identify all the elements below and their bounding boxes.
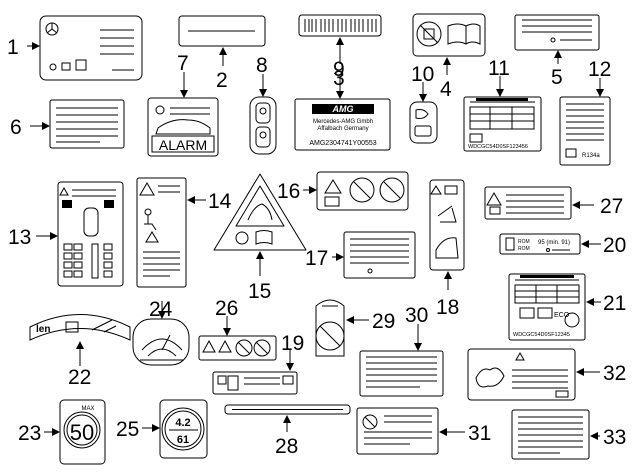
callout-12: 12 [588, 58, 611, 81]
len-text: len [36, 324, 50, 335]
rom-text-1: ROM [518, 239, 530, 245]
label-part-15 [213, 173, 307, 251]
label-part-10 [409, 101, 438, 144]
callout-22: 22 [68, 366, 91, 389]
speed-50-text: 50 [70, 420, 94, 445]
callout-33: 33 [603, 426, 626, 449]
leader-lines [27, 37, 604, 440]
label-part-12 [559, 96, 611, 166]
label-part-21 [508, 273, 586, 341]
callout-29: 29 [372, 310, 395, 333]
callout-8: 8 [256, 54, 268, 77]
label-part-1 [39, 15, 143, 81]
label-part-14 [136, 177, 187, 288]
rom-text-2: ROM [518, 246, 530, 252]
callout-13: 13 [8, 226, 31, 249]
max-text: MAX [81, 406, 94, 412]
callout-11: 11 [488, 57, 510, 80]
callout-9: 9 [333, 58, 345, 81]
amg-city-text: Affalbach Germany [317, 126, 368, 132]
label-part-33 [511, 409, 590, 460]
label-part-9 [294, 98, 391, 151]
callout-2: 2 [216, 69, 228, 92]
callout-19: 19 [281, 332, 304, 355]
label-part-32 [467, 348, 576, 401]
callout-27: 27 [600, 195, 623, 218]
tire-42-text: 4.2 [175, 417, 190, 429]
label-part-2 [178, 15, 266, 47]
label-part-24 [132, 318, 190, 366]
label-part-5 [514, 14, 600, 51]
callout-21: 21 [603, 292, 626, 315]
callout-28: 28 [275, 435, 298, 458]
callout-14: 14 [208, 190, 232, 213]
callout-24: 24 [149, 298, 173, 321]
callout-26: 26 [215, 297, 238, 320]
label-part-26 [198, 335, 277, 361]
label-part-11 [463, 96, 542, 152]
label-part-16 [316, 171, 409, 211]
callout-4: 4 [440, 78, 452, 101]
label-part-19 [212, 371, 298, 395]
vin-21-text: WDCGC54D0SF12345 [513, 332, 570, 338]
label-part-6 [49, 99, 125, 149]
label-part-3 [298, 14, 382, 37]
refrigerant-text: R134a [582, 153, 600, 159]
callout-10: 10 [411, 63, 434, 86]
label-part-13 [57, 181, 124, 287]
callout-1: 1 [7, 36, 19, 59]
amg-code-text: AMG2304741Y00553 [309, 140, 376, 147]
callout-32: 32 [603, 362, 626, 385]
callout-6: 6 [10, 116, 22, 139]
callout-17: 17 [305, 247, 328, 270]
amg-brand-text: AMG [332, 104, 354, 114]
callout-numbers: 1 2 3 4 5 6 7 8 9 10 11 12 13 14 15 16 1… [7, 36, 626, 458]
callout-15: 15 [248, 280, 271, 303]
callout-5: 5 [551, 66, 563, 89]
label-part-30 [359, 350, 444, 397]
callout-3: 3 [333, 67, 345, 90]
label-part-23 [59, 399, 106, 465]
callout-18: 18 [436, 296, 459, 319]
label-part-22 [29, 314, 131, 341]
eco-text: ECO [554, 312, 570, 319]
callout-25: 25 [116, 418, 139, 441]
callout-16: 16 [277, 180, 300, 203]
callout-20: 20 [603, 234, 626, 257]
amg-company-text: Mercedes-AMG Gmbh [313, 119, 373, 125]
label-part-4 [412, 13, 486, 57]
alarm-text: ALARM [159, 137, 207, 153]
label-part-31 [356, 407, 439, 455]
callout-7: 7 [177, 52, 189, 75]
filled-details [62, 98, 574, 278]
label-part-20 [499, 233, 581, 255]
label-part-28 [224, 404, 351, 415]
label-part-8 [249, 96, 277, 155]
fuel-grade-text: 95 (min. 91) [538, 240, 570, 246]
vin-11-text: WDCGC54D0SF123456 [468, 144, 528, 150]
callout-30: 30 [405, 304, 428, 327]
callout-23: 23 [18, 422, 41, 445]
label-part-27 [484, 186, 572, 220]
callout-31: 31 [468, 422, 491, 445]
label-part-18 [429, 179, 465, 271]
label-part-17 [343, 231, 416, 279]
label-part-7 [147, 97, 219, 157]
label-part-25 [159, 399, 208, 459]
tire-61-text: 61 [177, 434, 189, 446]
label-part-29 [315, 299, 345, 357]
